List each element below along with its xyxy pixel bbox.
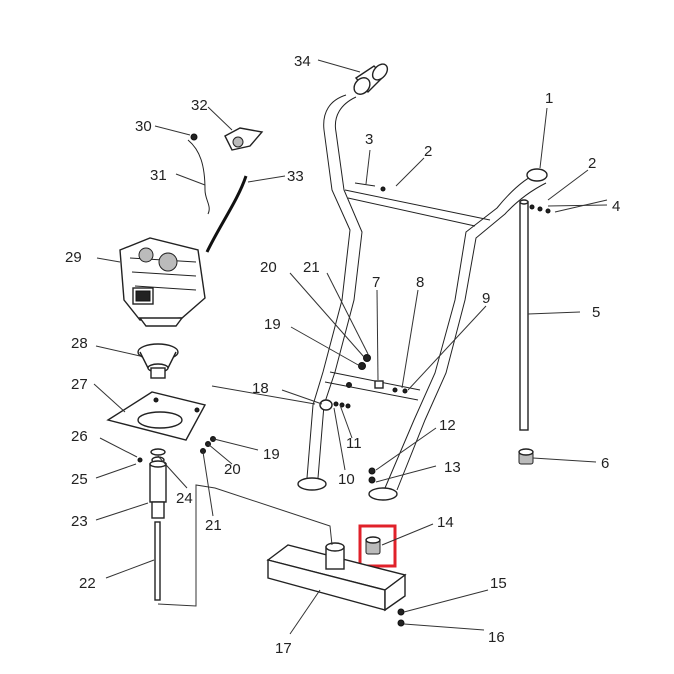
bracket-part: [346, 354, 408, 394]
callout-18: 18: [252, 380, 269, 397]
grip-part: [353, 63, 389, 95]
callout-24: 24: [176, 490, 193, 507]
callout-21-upper: 21: [303, 259, 320, 276]
callout-19-lower: 19: [263, 446, 280, 463]
callout-7: 7: [372, 274, 380, 291]
callout-2-right: 2: [588, 155, 596, 172]
engine-part: [119, 237, 206, 327]
callout-labels: 1 2 2 3 4 5 6 7 8 9 10 11 12 13 14 15 16…: [65, 53, 620, 657]
callout-4: 4: [612, 198, 620, 215]
callout-20-lower: 20: [224, 461, 241, 478]
base-beam-part: [266, 542, 407, 612]
knob-part: [319, 399, 351, 411]
callout-27: 27: [71, 376, 88, 393]
callout-33: 33: [287, 168, 304, 185]
callout-15: 15: [490, 575, 507, 592]
mount-part: [365, 536, 381, 555]
callout-2-top: 2: [424, 143, 432, 160]
callout-6: 6: [601, 455, 609, 472]
callout-10: 10: [338, 471, 355, 488]
highlight-box: [358, 524, 397, 568]
handle-frame: [297, 94, 548, 501]
bolt-part: [354, 182, 386, 192]
callout-5: 5: [592, 304, 600, 321]
end-cap-part: [518, 448, 534, 465]
callout-23: 23: [71, 513, 88, 530]
callout-14: 14: [437, 514, 454, 531]
shaft-part: [137, 448, 167, 601]
clutch-housing-part: [137, 343, 179, 379]
callout-1: 1: [545, 90, 553, 107]
callout-19-upper: 19: [264, 316, 281, 333]
callout-8: 8: [416, 274, 424, 291]
callout-25: 25: [71, 471, 88, 488]
callout-32: 32: [191, 97, 208, 114]
callout-13: 13: [444, 459, 461, 476]
callout-30: 30: [135, 118, 152, 135]
callout-9: 9: [482, 290, 490, 307]
bottom-fasteners: [397, 608, 405, 627]
callout-20-upper: 20: [260, 259, 277, 276]
throttle-part: [187, 127, 264, 253]
callout-26: 26: [71, 428, 88, 445]
rod-part: [519, 199, 529, 431]
nuts-part: [368, 467, 376, 484]
callout-17: 17: [275, 640, 292, 657]
small-fasteners: [200, 436, 216, 454]
callout-16: 16: [488, 629, 505, 646]
callout-22: 22: [79, 575, 96, 592]
callout-34: 34: [294, 53, 311, 70]
callout-11: 11: [346, 435, 362, 452]
callout-3: 3: [365, 131, 373, 148]
leader-lines: [93, 59, 608, 635]
callout-31: 31: [150, 167, 167, 184]
callout-12: 12: [439, 417, 456, 434]
callout-21-lower: 21: [205, 517, 222, 534]
callout-28: 28: [71, 335, 88, 352]
mount-plate-part: [106, 391, 207, 441]
washers-part: [529, 204, 551, 214]
callout-29: 29: [65, 249, 82, 266]
